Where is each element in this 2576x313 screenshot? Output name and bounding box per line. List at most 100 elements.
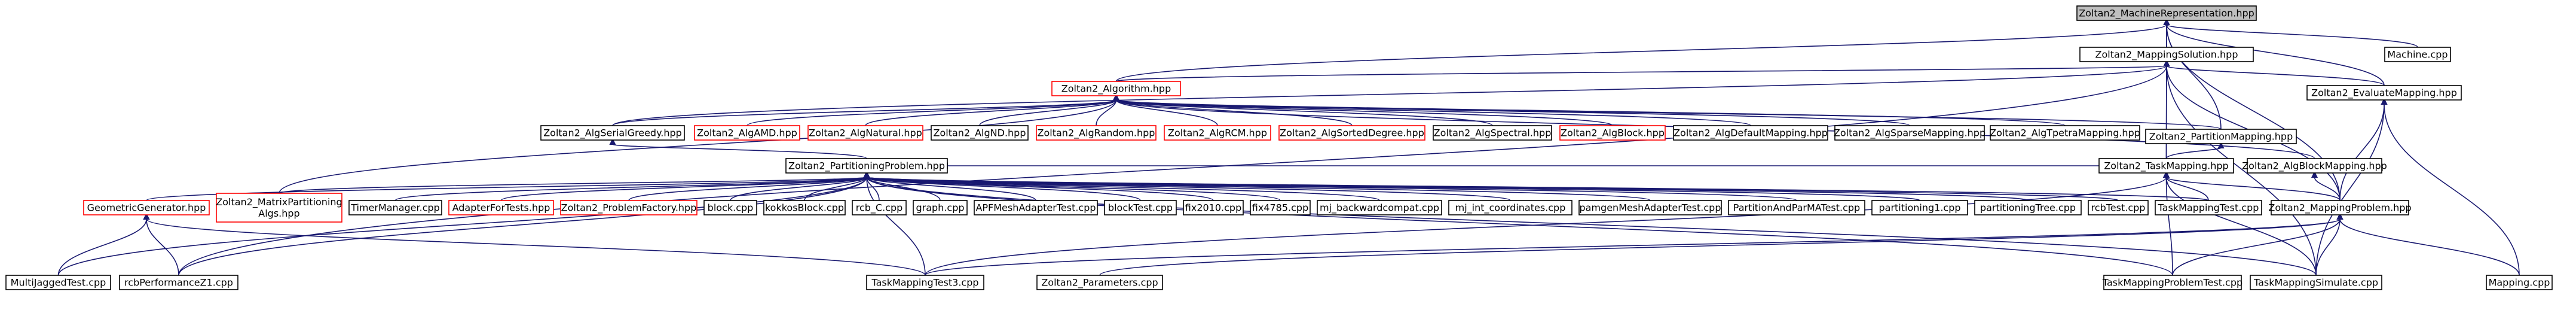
edge-evaluate_mapping-to-mapping_solution xyxy=(2163,59,2385,86)
node-label: fix4785.cpp xyxy=(1252,202,1308,214)
node-rcb-performance-z1[interactable]: rcbPerformanceZ1.cpp xyxy=(119,275,238,290)
node-kokkos-block[interactable]: kokkosBlock.cpp xyxy=(763,200,846,215)
node-alg-serial-greedy[interactable]: Zoltan2_AlgSerialGreedy.hpp xyxy=(540,125,685,141)
node-label: rcb_C.cpp xyxy=(856,202,903,214)
node-machine-rep[interactable]: Zoltan2_MachineRepresentation.hpp xyxy=(2076,5,2257,21)
node-box xyxy=(119,275,238,290)
node-problem-factory[interactable]: Zoltan2_ProblemFactory.hpp xyxy=(560,200,697,215)
node-box xyxy=(2088,200,2149,215)
node-fix2010[interactable]: fix2010.cpp xyxy=(1183,200,1244,215)
node-block-test[interactable]: blockTest.cpp xyxy=(1104,200,1177,215)
edge-mapping_problem-to-task_mapping xyxy=(2162,171,2341,201)
node-box xyxy=(83,200,210,215)
edge-rcb_performance_z1-to-mapping_solution xyxy=(178,59,2170,276)
node-mapping-problem[interactable]: Zoltan2_MappingProblem.hpp xyxy=(2268,200,2412,215)
node-alg-default-mapping[interactable]: Zoltan2_AlgDefaultMapping.hpp xyxy=(1673,125,1828,141)
node-evaluate-mapping[interactable]: Zoltan2_EvaluateMapping.hpp xyxy=(2306,85,2462,101)
edge-task_mapping_problem_test-to-partitioning_problem xyxy=(863,171,2173,276)
node-apf-mesh-adapter-test[interactable]: APFMeshAdapterTest.cpp xyxy=(974,200,1098,215)
dependency-edges xyxy=(57,18,2520,276)
node-parameters[interactable]: Zoltan2_Parameters.cpp xyxy=(1036,275,1163,290)
node-mj-backwardcompat[interactable]: mj_backwardcompat.cpp xyxy=(1317,200,1442,215)
node-box xyxy=(1317,200,1442,215)
edge-task_mapping_test-to-partitioning_problem xyxy=(863,171,2209,201)
node-label: PartitionAndParMATest.cpp xyxy=(1733,202,1860,214)
node-label: AdapterForTests.hpp xyxy=(452,202,550,214)
edge-alg_amd-to-algorithm xyxy=(747,93,1120,126)
node-label: Zoltan2_MatrixPartitioning xyxy=(216,196,342,208)
node-alg-sorted-degree[interactable]: Zoltan2_AlgSortedDegree.hpp xyxy=(1278,125,1425,141)
node-rcb-test[interactable]: rcbTest.cpp xyxy=(2088,200,2149,215)
node-label: fix2010.cpp xyxy=(1185,202,1241,214)
node-timer-manager[interactable]: TimerManager.cpp xyxy=(348,200,442,215)
node-partition-and-parmatest[interactable]: PartitionAndParMATest.cpp xyxy=(1728,200,1865,215)
edge-task_mapping_problem_test-to-task_mapping xyxy=(2162,171,2173,276)
node-alg-spectral[interactable]: Zoltan2_AlgSpectral.hpp xyxy=(1433,125,1552,141)
node-mapping-cpp[interactable]: Mapping.cpp xyxy=(2486,275,2553,290)
node-box xyxy=(560,200,697,215)
node-box xyxy=(785,158,948,174)
node-partitioning-problem[interactable]: Zoltan2_PartitioningProblem.hpp xyxy=(785,158,948,174)
node-box xyxy=(2079,47,2254,62)
node-task-mapping-test3[interactable]: TaskMappingTest3.cpp xyxy=(866,275,984,290)
edge-parameters-to-mapping_problem xyxy=(1099,212,2344,276)
edge-task_mapping_problem_test-to-mapping_problem xyxy=(2172,212,2344,276)
node-box xyxy=(2103,275,2242,290)
node-box xyxy=(2076,5,2257,21)
node-box xyxy=(1559,125,1666,141)
edge-alg_rcm-to-algorithm xyxy=(1112,93,1218,126)
node-alg-sparse-mapping[interactable]: Zoltan2_AlgSparseMapping.hpp xyxy=(1834,125,1985,141)
node-label: Zoltan2_PartitionMapping.hpp xyxy=(2149,131,2293,143)
node-graph-cpp[interactable]: graph.cpp xyxy=(913,200,968,215)
edge-alg_serial_greedy-to-mapping_solution xyxy=(612,59,2170,126)
node-multijagged-test[interactable]: MultiJaggedTest.cpp xyxy=(5,275,111,290)
node-alg-amd[interactable]: Zoltan2_AlgAMD.hpp xyxy=(694,125,800,141)
node-machine-cpp[interactable]: Machine.cpp xyxy=(2384,47,2451,62)
node-label: TaskMappingTest.cpp xyxy=(2158,202,2259,214)
node-mj-int-coordinates[interactable]: mj_int_coordinates.cpp xyxy=(1448,200,1572,215)
node-alg-random[interactable]: Zoltan2_AlgRandom.hpp xyxy=(1036,125,1157,141)
edge-partitioning1-to-partitioning_problem xyxy=(863,171,1920,201)
node-mapping-solution[interactable]: Zoltan2_MappingSolution.hpp xyxy=(2079,47,2254,62)
node-label: rcbPerformanceZ1.cpp xyxy=(124,277,233,288)
node-rcb-c[interactable]: rcb_C.cpp xyxy=(852,200,907,215)
node-alg-block-mapping[interactable]: Zoltan2_AlgBlockMapping.hpp xyxy=(2242,158,2387,174)
node-algorithm[interactable]: Zoltan2_Algorithm.hpp xyxy=(1051,81,1181,96)
edge-matrix_partitioning_alg-to-partitioning_problem xyxy=(279,171,870,194)
node-box xyxy=(1051,81,1181,96)
edge-rcb_performance_z1-to-geometric_generator xyxy=(143,212,179,276)
node-label: Zoltan2_PartitioningProblem.hpp xyxy=(788,160,945,172)
node-label: Zoltan2_AlgNatural.hpp xyxy=(809,127,922,139)
node-alg-natural[interactable]: Zoltan2_AlgNatural.hpp xyxy=(807,125,923,141)
edge-rcb_performance_z1-to-partitioning_problem xyxy=(178,171,870,276)
node-alg-nd[interactable]: Zoltan2_AlgND.hpp xyxy=(931,125,1029,141)
node-box xyxy=(216,193,342,223)
node-label: block.cpp xyxy=(708,202,754,214)
node-partition-mapping[interactable]: Zoltan2_PartitionMapping.hpp xyxy=(2145,129,2297,144)
node-box xyxy=(866,275,984,290)
node-box xyxy=(703,200,757,215)
node-alg-rcm[interactable]: Zoltan2_AlgRCM.hpp xyxy=(1164,125,1271,141)
node-geometric-generator[interactable]: GeometricGenerator.hpp xyxy=(83,200,210,215)
edge-apf_mesh_adapter_test-to-partitioning_problem xyxy=(863,171,1036,201)
node-fix4785[interactable]: fix4785.cpp xyxy=(1250,200,1311,215)
node-task-mapping-simulate[interactable]: TaskMappingSimulate.cpp xyxy=(2250,275,2382,290)
node-partitioning1[interactable]: partitioning1.cpp xyxy=(1871,200,1968,215)
edge-multijagged_test-to-geometric_generator xyxy=(57,212,150,276)
edge-matrix_partitioning_alg-to-algorithm xyxy=(279,93,1120,194)
node-task-mapping-problem-test[interactable]: TaskMappingProblemTest.cpp xyxy=(2102,275,2242,290)
node-label: TimerManager.cpp xyxy=(350,202,440,214)
node-task-mapping[interactable]: Zoltan2_TaskMapping.hpp xyxy=(2098,158,2234,174)
node-adapter-for-tests[interactable]: AdapterForTests.hpp xyxy=(448,200,554,215)
edge-evaluate_mapping-to-machine_rep xyxy=(2163,18,2385,86)
node-pamgen-mesh-adapter-test[interactable]: pamgenMeshAdapterTest.cpp xyxy=(1578,200,1722,215)
node-alg-block[interactable]: Zoltan2_AlgBlock.hpp xyxy=(1559,125,1666,141)
node-alg-tpetra-mapping[interactable]: Zoltan2_AlgTpetraMapping.hpp xyxy=(1990,125,2140,141)
node-box xyxy=(1278,125,1425,141)
node-partitioning-tree[interactable]: partitioningTree.cpp xyxy=(1974,200,2082,215)
node-task-mapping-test[interactable]: TaskMappingTest.cpp xyxy=(2155,200,2262,215)
node-label: mj_int_coordinates.cpp xyxy=(1455,202,1566,214)
node-block-cpp[interactable]: block.cpp xyxy=(703,200,757,215)
node-label: Zoltan2_MachineRepresentation.hpp xyxy=(2079,8,2254,20)
